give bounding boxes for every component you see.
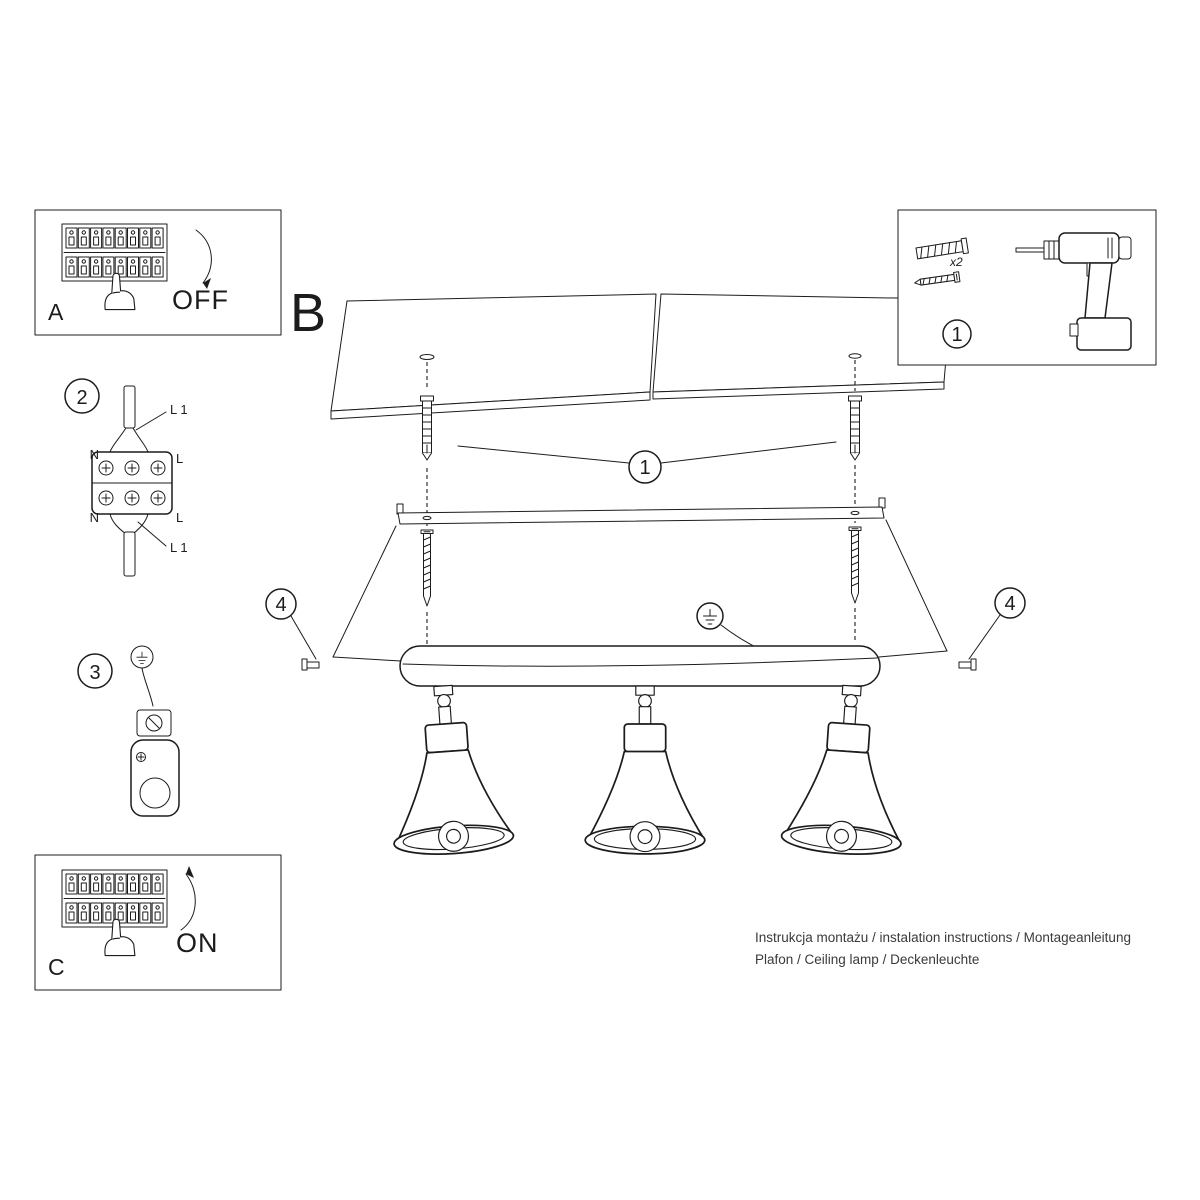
step2-number: 2 bbox=[76, 387, 87, 409]
on-arrow-icon bbox=[180, 866, 196, 931]
cable-bottom-label: L 1 bbox=[170, 540, 188, 555]
on-label: ON bbox=[176, 928, 219, 958]
step1-callout: 1 bbox=[457, 441, 837, 484]
side-screw-left bbox=[301, 658, 308, 671]
wall-plug-icon bbox=[915, 237, 969, 260]
breaker-panel-c bbox=[62, 870, 167, 927]
step3-number: 3 bbox=[89, 662, 100, 684]
section-b-exploded-view: B 1 bbox=[265, 283, 1026, 859]
neutral-bottom-label: N bbox=[90, 510, 99, 525]
drill-icon bbox=[1015, 232, 1132, 351]
off-label: OFF bbox=[172, 285, 229, 315]
drill-hole-left bbox=[419, 354, 435, 360]
spotlight-right bbox=[779, 680, 913, 859]
screw-icon bbox=[914, 271, 961, 286]
footer-line2: Plafon / Ceiling lamp / Deckenleuchte bbox=[755, 952, 979, 967]
footer-line1: Instrukcja montażu / instalation instruc… bbox=[755, 930, 1131, 945]
terminal-block bbox=[91, 451, 173, 515]
step2-wiring-diagram: 2 L 1 N L N L L 1 bbox=[64, 378, 188, 577]
live-bottom-label: L bbox=[176, 510, 183, 525]
box-a-power-off: OFF A bbox=[34, 209, 282, 336]
footer-caption: Instrukcja montażu / instalation instruc… bbox=[755, 930, 1131, 967]
section-b-label: B bbox=[290, 283, 326, 343]
step4-number-left: 4 bbox=[275, 594, 286, 616]
live-top-label: L bbox=[176, 451, 183, 466]
step4-callout-left: 4 bbox=[265, 588, 320, 671]
step1-number: 1 bbox=[639, 457, 650, 479]
side-screw-right bbox=[970, 658, 977, 671]
lamp-base bbox=[399, 645, 881, 687]
perspective-lines bbox=[332, 519, 948, 662]
box-c-power-on: ON C bbox=[34, 854, 282, 991]
mounting-bracket bbox=[396, 497, 886, 525]
mounting-screw-right bbox=[848, 526, 862, 604]
step4-number-right: 4 bbox=[1004, 593, 1015, 615]
spotlight-middle bbox=[584, 685, 706, 855]
box1-parts-tools: x2 1 bbox=[897, 209, 1157, 366]
spotlight-left bbox=[382, 680, 516, 859]
parts-box-number: 1 bbox=[951, 324, 962, 346]
dowel-qty-label: x2 bbox=[949, 255, 963, 269]
off-arrow-icon bbox=[195, 229, 212, 289]
breaker-panel-a bbox=[62, 224, 167, 281]
cable-top-label: L 1 bbox=[170, 402, 188, 417]
box-a-letter: A bbox=[48, 299, 64, 325]
step3-ground-clamp: 3 bbox=[77, 645, 180, 817]
neutral-top-label: N bbox=[90, 447, 99, 462]
wall-anchor-right bbox=[848, 395, 862, 461]
ceiling-panels bbox=[330, 293, 952, 420]
cable-clamp bbox=[130, 709, 180, 817]
box-c-letter: C bbox=[48, 954, 65, 980]
step4-callout-right: 4 bbox=[958, 587, 1026, 671]
cable-top bbox=[123, 385, 136, 429]
alignment-dashed-lines bbox=[426, 360, 856, 644]
mounting-screw-left bbox=[420, 529, 434, 607]
drill-hole-right bbox=[848, 353, 862, 359]
wall-anchor-left bbox=[420, 395, 434, 461]
cable-bottom bbox=[123, 531, 136, 577]
